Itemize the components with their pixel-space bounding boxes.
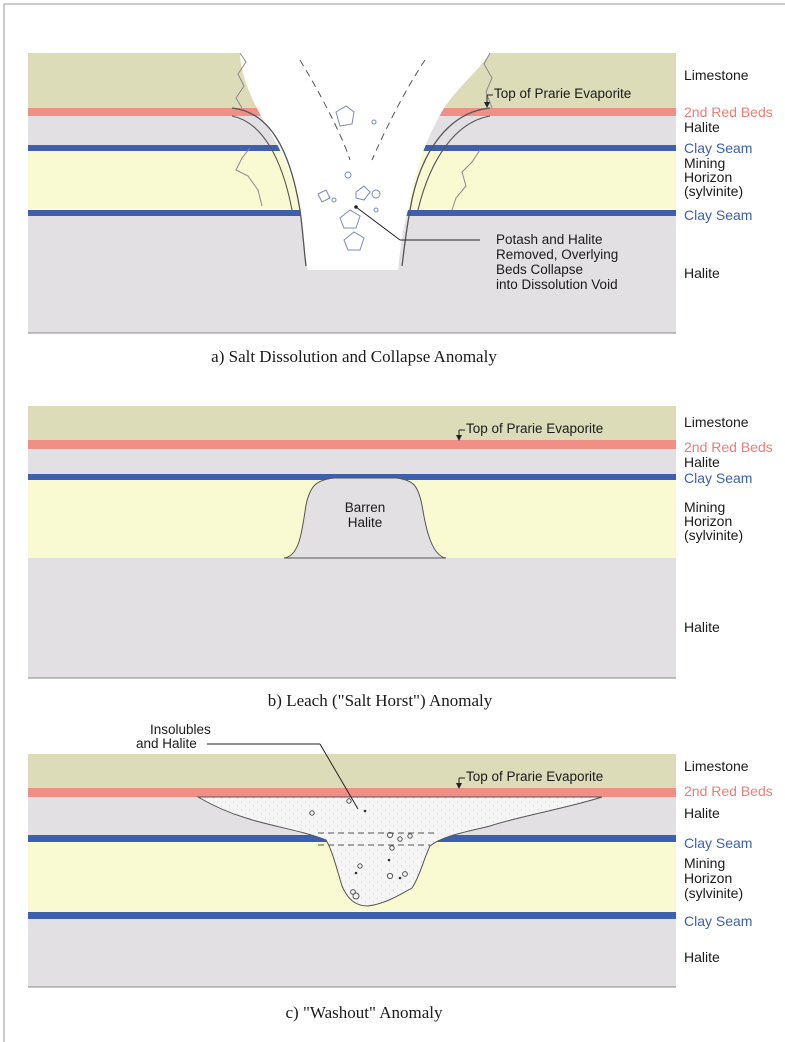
layer-label-red-beds: 2nd Red Beds (684, 783, 773, 799)
layer-label-mining: Mining (684, 855, 725, 871)
layer-label-mining: Horizon (684, 870, 732, 886)
horst-label: Halite (348, 515, 383, 530)
clay-seam-lower-c (28, 912, 676, 919)
layer-label-mining: (sylvinite) (684, 183, 743, 199)
layer-label-halite: Halite (684, 619, 720, 635)
panel-a-caption: a) Salt Dissolution and Collapse Anomaly (211, 347, 497, 366)
panel-c: Insolubles and Halite Top of Prarie Evap… (28, 722, 773, 1022)
layer-label-red-beds: 2nd Red Beds (684, 439, 773, 455)
layer-label-mining: (sylvinite) (684, 527, 743, 543)
layer-label-halite: Halite (684, 265, 720, 281)
top-marker-label: Top of Prarie Evaporite (466, 769, 603, 784)
insoluble-particle (399, 877, 402, 880)
top-marker-label: Top of Prarie Evaporite (494, 86, 631, 101)
layer-label-clay-seam: Clay Seam (684, 835, 752, 851)
layer-label-limestone: Limestone (684, 67, 749, 83)
panel-a: Potash and Halite Removed, Overlying Bed… (28, 53, 773, 366)
insoluble-particle (364, 810, 367, 813)
insoluble-particle (388, 859, 391, 862)
callout-line: Beds Collapse (496, 262, 583, 277)
layer-label-halite: Halite (684, 805, 720, 821)
layer-label-clay-seam: Clay Seam (684, 470, 752, 486)
callout-line: Insolubles (150, 722, 211, 737)
layer-label-clay-seam: Clay Seam (684, 140, 752, 156)
panel-b: Barren Halite Top of Prarie Evaporite Li… (28, 406, 773, 710)
layer-label-halite: Halite (684, 454, 720, 470)
panel-b-caption: b) Leach ("Salt Horst") Anomaly (268, 691, 493, 710)
layer-label-clay-seam: Clay Seam (684, 913, 752, 929)
layer-label-red-beds: 2nd Red Beds (684, 104, 773, 120)
layer-label-limestone: Limestone (684, 758, 749, 774)
horst-label: Barren (345, 500, 386, 515)
callout-line: Removed, Overlying (496, 247, 618, 262)
layer-label-limestone: Limestone (684, 414, 749, 430)
layer-label-clay-seam: Clay Seam (684, 207, 752, 223)
top-marker-label: Top of Prarie Evaporite (466, 421, 603, 436)
callout-line: and Halite (136, 736, 197, 751)
layer-label-halite: Halite (684, 119, 720, 135)
layer-label-mining: (sylvinite) (684, 885, 743, 901)
panel-c-caption: c) "Washout" Anomaly (286, 1003, 443, 1022)
red-beds-c (28, 788, 676, 797)
callout-line: into Dissolution Void (496, 277, 618, 292)
layer-label-halite: Halite (684, 949, 720, 965)
callout-line: Potash and Halite (496, 232, 603, 247)
red-beds-b (28, 440, 676, 449)
insoluble-particle (355, 872, 358, 875)
